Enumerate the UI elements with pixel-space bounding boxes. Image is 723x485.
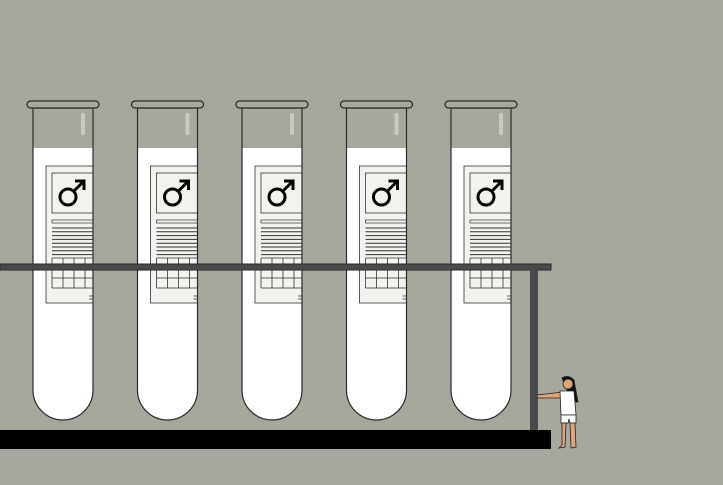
symbol-arrow — [177, 179, 190, 193]
tube-contents — [451, 148, 511, 420]
glass-highlight — [185, 113, 190, 135]
rack-base — [0, 430, 551, 449]
symbol-arrow — [281, 179, 295, 193]
test-tube — [339, 100, 414, 421]
glass-highlight — [290, 113, 294, 135]
rack-post — [530, 268, 538, 432]
tube-lip — [130, 100, 205, 109]
tube-outline — [136, 107, 199, 421]
symbol-circle — [163, 187, 182, 207]
tube-lip — [339, 100, 414, 109]
male-symbol-icon — [476, 179, 504, 207]
symbol-circle — [267, 187, 287, 207]
tube-contents — [33, 148, 93, 420]
glass-highlight — [499, 113, 503, 135]
symbol-arrow — [490, 179, 504, 193]
tube-outline — [241, 107, 303, 421]
tube-lip — [235, 100, 309, 109]
rack-bar — [0, 263, 552, 271]
tube-outline — [32, 107, 94, 421]
tube-contents — [137, 148, 198, 421]
symbol-box — [156, 172, 198, 214]
test-tubes — [26, 100, 518, 421]
tube-contents — [346, 148, 407, 421]
male-symbol-icon — [58, 179, 86, 207]
symbol-arrow — [386, 179, 399, 193]
symbol-box — [260, 172, 302, 214]
symbol-box — [365, 172, 407, 214]
tube-lip — [26, 100, 100, 109]
symbol-box — [469, 172, 511, 214]
tube-contents — [242, 148, 302, 420]
male-symbol-icon — [163, 179, 190, 207]
test-tube — [130, 100, 205, 421]
male-symbol-icon — [267, 179, 295, 207]
text-field — [260, 219, 302, 224]
text-field — [51, 219, 93, 224]
tube-outline — [450, 107, 512, 421]
text-field — [156, 219, 198, 224]
symbol-circle — [372, 187, 391, 207]
symbol-box — [51, 172, 93, 214]
test-tube — [444, 100, 518, 421]
symbol-circle — [476, 187, 496, 207]
text-field — [365, 219, 407, 224]
tube-outline — [345, 107, 408, 421]
text-field — [469, 219, 511, 224]
male-symbol-icon — [372, 179, 399, 207]
glass-highlight — [394, 113, 399, 135]
glass-highlight — [81, 113, 85, 135]
symbol-circle — [58, 187, 78, 207]
symbol-arrow — [72, 179, 86, 193]
tube-lip — [444, 100, 518, 109]
person-figure — [536, 376, 579, 449]
